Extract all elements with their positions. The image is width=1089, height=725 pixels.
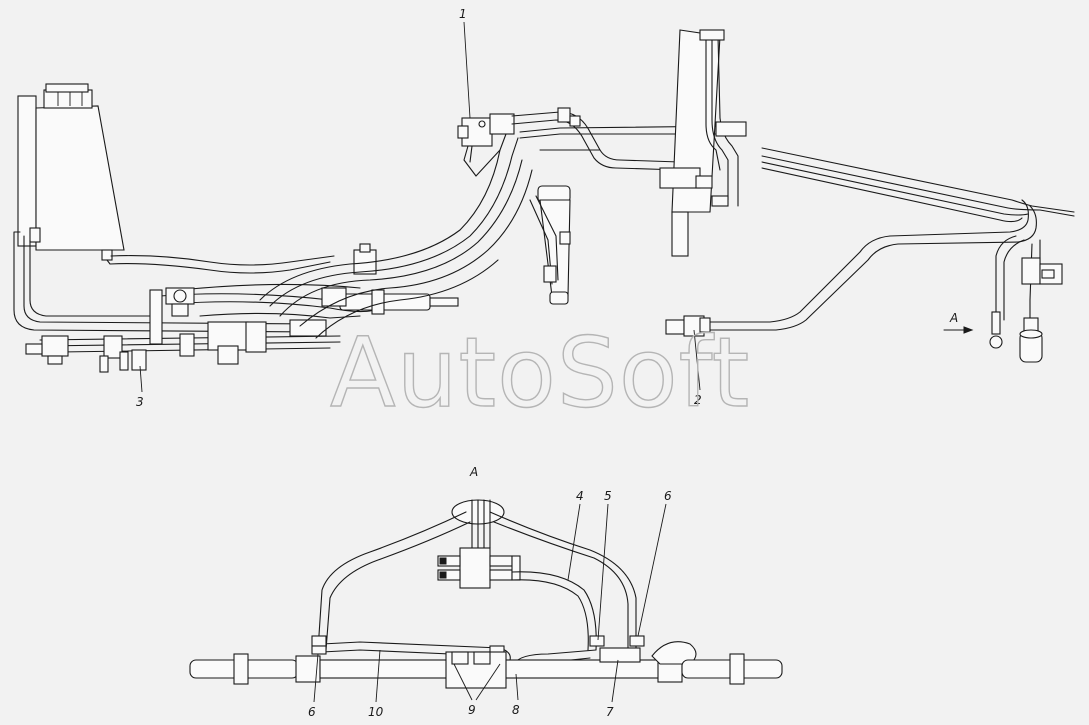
callout-5: 5 — [604, 489, 612, 503]
left-pipes — [13, 231, 335, 333]
view-arrow: A — [943, 311, 974, 334]
callout-4: 4 — [576, 489, 584, 503]
top-callouts: 1 2 3 — [136, 7, 702, 409]
distributor-1 — [457, 113, 515, 177]
callout-1: 1 — [459, 7, 467, 21]
callout-8: 8 — [512, 703, 520, 717]
callout-2: 2 — [694, 393, 702, 407]
callout-7: 7 — [606, 705, 614, 719]
pipe-terminals — [665, 315, 711, 337]
lift-cylinder — [529, 185, 571, 305]
callout-6-right: 6 — [664, 489, 672, 503]
callout-3: 3 — [136, 395, 144, 409]
quick-couplers — [989, 257, 1063, 363]
section-title: A — [469, 465, 478, 479]
right-pipes — [699, 147, 1075, 331]
watermark: AutoSoft — [330, 317, 750, 429]
view-marker-label: A — [949, 311, 958, 325]
callout-9: 9 — [468, 703, 476, 717]
left-valves — [25, 243, 377, 373]
upright-column — [659, 29, 747, 257]
callout-6-left: 6 — [308, 705, 316, 719]
top-assembly: A 1 2 3 — [13, 7, 1075, 409]
callout-10: 10 — [368, 705, 384, 719]
oil-tank — [17, 83, 125, 261]
view-a-assembly: A — [189, 465, 783, 719]
rising-pipes — [259, 133, 533, 339]
